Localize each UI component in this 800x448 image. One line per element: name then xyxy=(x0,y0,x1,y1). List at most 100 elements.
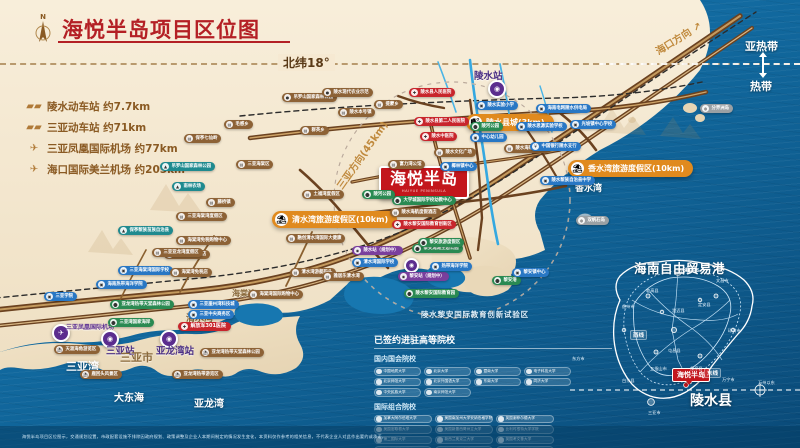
inset-city-sanya: 三亚市 xyxy=(648,410,661,415)
poi-chip[interactable]: ▣三亚海棠湾国际学校 xyxy=(118,266,174,275)
place-yalong-bay: 亚龙湾 xyxy=(194,399,224,410)
poi-chip[interactable]: ▲保亭黎族苗族自治县 xyxy=(118,226,174,235)
inset-city-tunchang: 屯昌县 xyxy=(668,348,681,353)
poi-chip[interactable]: ▤陵水海航度假酒店 xyxy=(390,208,441,217)
poi-chip[interactable]: ▤海棠湾免税店 xyxy=(170,268,212,277)
education-item[interactable]: 北京大学 xyxy=(424,367,471,376)
station-marker-sanya[interactable]: ◉ xyxy=(101,330,119,348)
poi-chip[interactable]: ⬤陵河公园 xyxy=(470,122,504,131)
poi-chip[interactable]: ▲吊罗山国家森林公园 xyxy=(160,162,216,171)
poi-chip[interactable]: ▣陵水黎族自治县中学 xyxy=(540,176,596,185)
poi-chip[interactable]: ⛱亚龙湾热带游览区 xyxy=(172,370,223,379)
poi-chip[interactable]: ▣光坡镇中心学校 xyxy=(570,120,617,129)
poi-chip[interactable]: ⬤黎安港 xyxy=(492,276,521,285)
education-item[interactable]: 暨南大学 xyxy=(474,367,521,376)
education-item[interactable]: 英国谢菲尔德大学 xyxy=(496,414,554,423)
station-marker-local[interactable]: ◉ xyxy=(404,258,419,273)
airport-marker-sanya-phoenix[interactable]: ✈ xyxy=(52,324,70,342)
poi-chip[interactable]: ▣三亚中央商务区 xyxy=(188,310,235,319)
poi-chip[interactable]: ▣中心幼儿园 xyxy=(470,133,508,142)
poi-chip[interactable]: ▤土福湾度假区 xyxy=(302,190,344,199)
poi-chip[interactable]: ✚陵水中医院 xyxy=(420,132,458,141)
poi-chip[interactable]: ▣三亚学院 xyxy=(44,292,78,301)
poi-hospital-301[interactable]: ✚ 解放军301医院 xyxy=(178,322,231,331)
shop-icon: ▤ xyxy=(302,127,309,134)
education-panel-title: 已签约进驻高等院校 xyxy=(374,333,612,349)
poi-chip[interactable]: ◉陵水站（规划中） xyxy=(352,246,403,255)
poi-chip[interactable]: ▤三亚亚龙湾度假区 xyxy=(152,248,203,257)
education-item[interactable]: 加拿大阿尔伯塔大学 xyxy=(374,414,432,423)
education-item[interactable]: 中国地质大学 xyxy=(374,367,421,376)
poi-chip[interactable]: ▤提蒙乡 xyxy=(374,100,403,109)
park-icon: ⬤ xyxy=(406,290,413,297)
poi-chip[interactable]: ▤保亭七仙岭 xyxy=(184,134,222,143)
education-item[interactable]: 同济大学 xyxy=(524,377,571,386)
poi-chip[interactable]: ⛱鹿回头风景区 xyxy=(80,370,122,379)
mountain-icon: ▲ xyxy=(174,183,181,190)
shop-icon: ▤ xyxy=(250,291,257,298)
poi-chip[interactable]: ▤富力湾公馆 xyxy=(388,160,426,169)
education-item[interactable]: 东南大学 xyxy=(474,377,521,386)
inset-city-dongfang: 东方市 xyxy=(572,356,585,361)
education-item[interactable]: 南京师范大学 xyxy=(424,388,471,397)
poi-chip[interactable]: ▣海南电网陵水供电局 xyxy=(536,104,592,113)
poi-chip[interactable]: ⬤陵水黎安国际教育园 xyxy=(404,289,460,298)
footer-disclaimer-bar: 海悦半岛项目区位图示，交通规划设置，市政配套设施不排除因政府规划、政策调整及企业… xyxy=(0,426,800,448)
education-item[interactable]: 北京外国语大学 xyxy=(424,377,471,386)
shop-icon: ▤ xyxy=(226,121,233,128)
poi-chip[interactable]: ▣热带海洋学院 xyxy=(430,262,472,271)
poi-chip[interactable]: ✚陵水黎安国际教育创新区 xyxy=(392,220,456,229)
education-item[interactable]: 中央民族大学 xyxy=(374,388,421,397)
poi-chip[interactable]: ▤毛感乡 xyxy=(224,120,253,129)
place-qingshui-bay: 清水湾 xyxy=(186,314,214,324)
poi-chip[interactable]: ⬤黎安旅游度假区 xyxy=(418,238,465,247)
poi-chip[interactable]: ▣三亚崖州湾科技城 xyxy=(188,300,239,309)
poi-chip[interactable]: ▣陵水思源实验学校 xyxy=(516,122,567,131)
poi-chip[interactable]: ⬤亚龙湾热带天堂森林公园 xyxy=(110,300,174,309)
poi-chip[interactable]: ◉黎安站（规划中） xyxy=(398,272,449,281)
poi-chip[interactable]: ▣海南热带海洋学院 xyxy=(96,280,147,289)
poi-chip[interactable]: ▣陵水实验小学 xyxy=(476,101,518,110)
hospital-icon: ✚ xyxy=(416,118,423,125)
poi-chip[interactable]: ▤三亚海棠区 xyxy=(236,160,274,169)
poi-chip[interactable]: ▤群英乡 xyxy=(300,126,329,135)
poi-chip[interactable]: ●吊罗山国家森林公园 xyxy=(282,93,338,102)
poi-chip[interactable]: ▤陵水本号镇 xyxy=(338,108,376,117)
poi-chip[interactable]: ▣清水湾国际学校 xyxy=(352,258,399,267)
poi-chip[interactable]: ▤陵水文化广场 xyxy=(434,148,476,157)
station-label-lingshui: 陵水站 xyxy=(474,71,503,82)
education-item[interactable]: 北京师范大学 xyxy=(374,377,421,386)
poi-qingshui-bay[interactable]: ⛱ 清水湾旅游度假区(10km) xyxy=(272,211,398,228)
poi-chip[interactable]: ▤清水湾游艇码头 xyxy=(290,268,337,277)
poi-chip[interactable]: ⛱亚龙湾热带天堂森林公园 xyxy=(200,348,264,357)
poi-chip[interactable]: ▤藤桥镇 xyxy=(206,198,235,207)
poi-chip[interactable]: ⬤陵河公园 xyxy=(362,190,396,199)
poi-chip[interactable]: ⛱天涯海角游览区 xyxy=(54,345,101,354)
poi-chip[interactable]: ▲南林农场 xyxy=(172,182,206,191)
poi-chip[interactable]: ▤融创清水湾国际大健康 xyxy=(286,234,346,243)
station-marker-yalongwan[interactable]: ◉ xyxy=(160,330,178,348)
climate-divider-arrow xyxy=(759,52,767,78)
poi-chip[interactable]: ▤三亚海棠湾度假区 xyxy=(176,212,227,221)
education-item[interactable]: 电子科技大学 xyxy=(524,367,571,376)
poi-chip[interactable]: ✚陵水县第二人民医院 xyxy=(414,117,470,126)
poi-chip[interactable]: ✚陵水县人民医院 xyxy=(409,88,456,97)
poi-chip[interactable]: ⬤黎安潟湖生态公园 xyxy=(412,244,463,253)
poi-chip[interactable]: ⬤大学城国际学校幼教中心 xyxy=(392,196,456,205)
poi-chip[interactable]: ¥中国银行陵水支行 xyxy=(530,142,581,151)
disclaimer-text: 海悦半岛项目区位图示，交通规划设置，市政配套设施不排除因政府规划、政策调整及企业… xyxy=(22,434,387,439)
shop-icon: ▤ xyxy=(392,209,399,216)
poi-chip[interactable]: ▤海棠湾免税购物中心 xyxy=(176,236,232,245)
poi-xiangshui-bay[interactable]: ⛱ 香水湾旅游度假区(10km) xyxy=(568,160,694,177)
poi-chip[interactable]: ▣黎安镇中心 xyxy=(512,268,550,277)
education-item[interactable]: 美国南加州大学安纳伯格学院 xyxy=(435,414,493,423)
inset-project-badge[interactable]: 海悦半岛 xyxy=(672,368,710,385)
station-marker-lingshui[interactable]: ◉ xyxy=(488,80,506,98)
poi-chip[interactable]: ▣椰林镇中心 xyxy=(440,162,478,171)
poi-chip[interactable]: ▤海棠湾国际购物中心 xyxy=(248,290,304,299)
poi-chip[interactable]: ◍分界洲岛 xyxy=(700,104,734,113)
poi-chip[interactable]: ⬤三亚湾国家海岸 xyxy=(108,318,155,327)
poi-chip[interactable]: ◍双帆石岛 xyxy=(576,216,610,225)
poi-chip[interactable]: ▤雅居乐清水湾 xyxy=(322,272,364,281)
poi-chip[interactable]: ●陵水现代农业示范 xyxy=(322,88,373,97)
